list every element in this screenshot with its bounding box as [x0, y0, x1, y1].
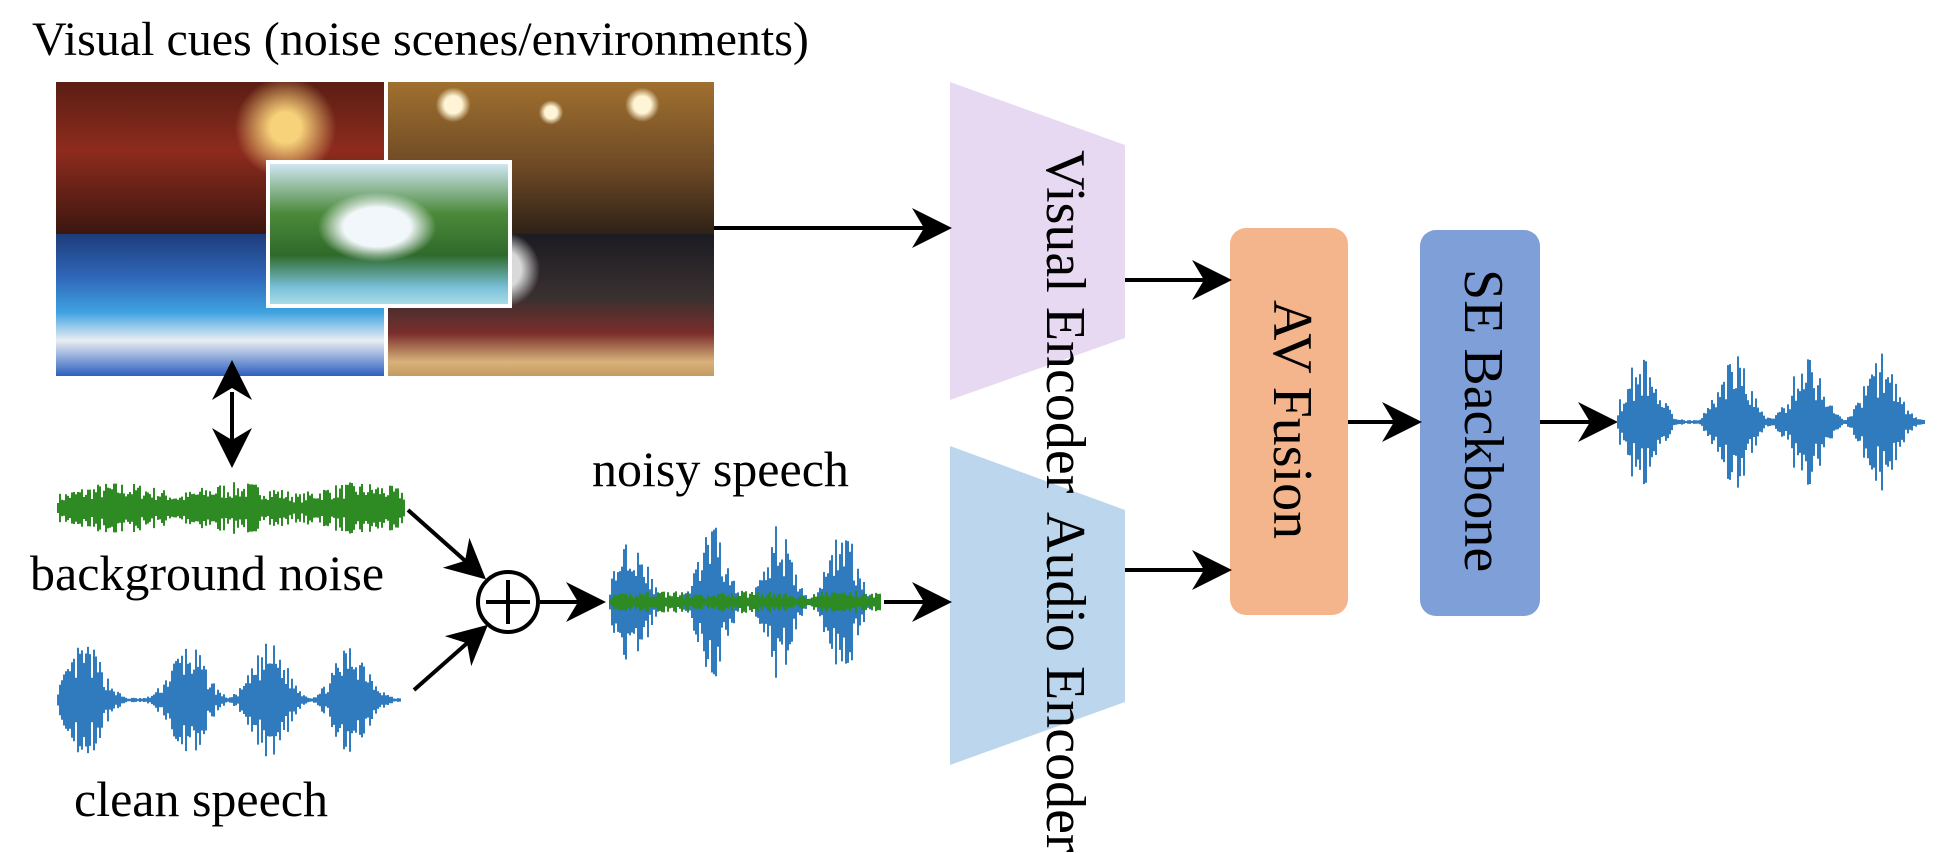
- se-backbone-label: SE Backbone: [1452, 269, 1514, 573]
- audio-encoder-line2: Encoder: [1034, 666, 1096, 853]
- visual-encoder-block: [950, 82, 1125, 400]
- visual-encoder-label: Visual Encoder: [965, 150, 1096, 493]
- av-fusion-block: [1230, 228, 1348, 615]
- background-noise-waveform: [57, 482, 405, 534]
- se-backbone-block: [1420, 230, 1540, 616]
- audio-encoder-line1: Audio: [1034, 512, 1096, 652]
- waterfall-scene-image: [266, 160, 512, 308]
- enhanced-speech-waveform: [1617, 353, 1925, 491]
- clean-speech-label: clean speech: [74, 771, 329, 827]
- audio-encoder-block: [950, 446, 1125, 765]
- visual-cues-title: Visual cues (noise scenes/environments): [32, 13, 809, 66]
- noisy-speech-noise-waveform: [609, 590, 881, 614]
- background-noise-label: background noise: [30, 545, 385, 601]
- clean-speech-waveform: [57, 643, 401, 757]
- arrow-noise-to-sum: [406, 508, 486, 580]
- arrow-clean-to-sum: [412, 624, 488, 692]
- noisy-speech-label: noisy speech: [592, 441, 849, 497]
- visual-encoder-line2: Encoder: [1034, 306, 1096, 494]
- visual-encoder-line1: Visual: [1034, 150, 1096, 293]
- av-fusion-label: AV Fusion: [1261, 300, 1323, 540]
- circled-plus-icon: [476, 570, 540, 634]
- audio-encoder-label: Audio Encoder: [965, 512, 1096, 853]
